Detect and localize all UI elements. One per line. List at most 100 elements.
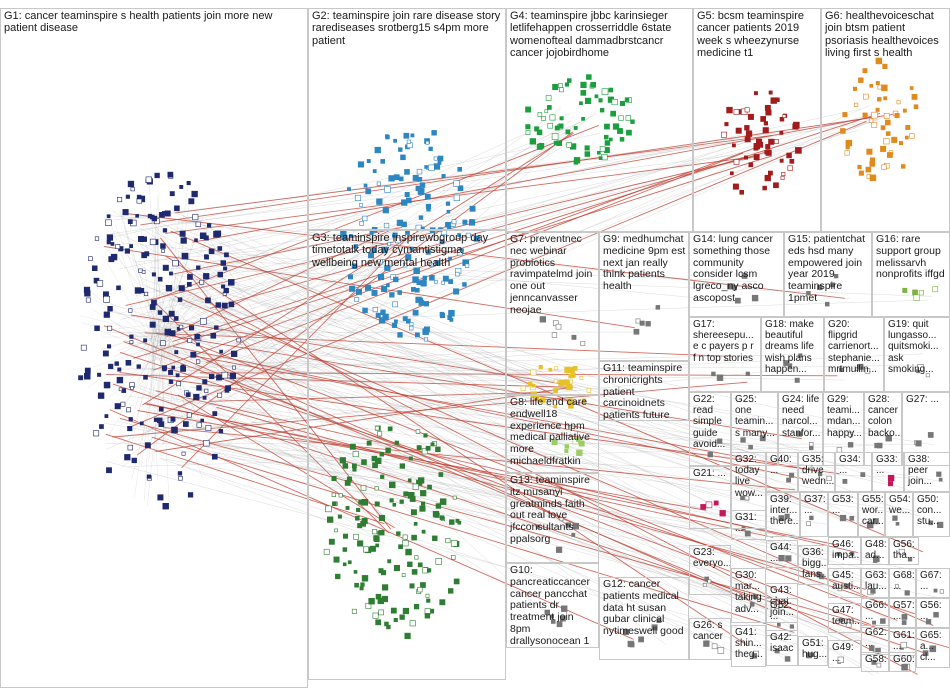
group-label-g2: G2: teaminspire join rare disease story … <box>312 10 503 47</box>
group-box-g48: G48: ad... <box>861 537 889 565</box>
group-box-g22: G22: read simple guide avoid... <box>689 392 731 466</box>
group-label-g31: G31: ... <box>735 512 763 534</box>
group-box-g36: G36: bigg... fans... <box>798 545 828 585</box>
group-label-g44: G44: ... <box>770 542 795 564</box>
group-label-g50: G50: con... stu... <box>917 494 947 528</box>
group-label-g61: G61: ... <box>893 630 913 652</box>
group-label-g9: G9: medhumchat medicine 9pm est next jan… <box>603 234 686 293</box>
group-label-g56b: G56: ... <box>920 600 947 622</box>
group-label-g7: G7: preventnec nec webinar probiotics ra… <box>510 234 596 316</box>
group-box-g39: G39: inter... there... <box>766 492 800 537</box>
group-label-g46: G46: impa... <box>832 539 858 561</box>
group-box-g58: G58: ... <box>861 652 889 672</box>
group-box-g56: G56: tha... <box>889 537 919 565</box>
group-label-g48: G48: ad... <box>865 539 886 561</box>
group-box-g13: G13: teaminspire itz musanyi greatminds … <box>506 473 599 563</box>
group-label-g16: G16: rare support group melissarvh nonpr… <box>876 234 947 281</box>
group-box-g17: G17: shereesepu... e c payers p r f n to… <box>689 317 761 392</box>
group-box-g6: G6: healthevoiceschat join btsm patient … <box>821 8 950 232</box>
group-box-g26: G26: s cancer <box>689 618 731 660</box>
group-box-g40: G40: ... <box>766 452 798 492</box>
group-label-g28: G28: cancer colon backo... <box>868 394 899 439</box>
group-label-g36: G36: bigg... fans... <box>802 547 825 581</box>
group-box-g1: G1: cancer teaminspire s health patients… <box>0 8 308 688</box>
group-label-g57: G57: ... <box>893 600 913 622</box>
group-label-g39: G39: inter... there... <box>770 494 797 528</box>
group-box-g18: G18: make beautiful dreams life wish pla… <box>761 317 824 392</box>
group-label-g3: G3: teaminspire inspirewbgroup day timet… <box>312 232 503 269</box>
group-label-g37: G37: ... <box>804 494 825 516</box>
group-box-g37: G37: ... <box>800 492 828 537</box>
group-box-g53: G53: ... <box>828 492 858 537</box>
group-label-g29: G29: teami... mdan... happy... <box>827 394 861 439</box>
group-box-g14: G14: lung cancer something those communi… <box>689 232 784 317</box>
group-label-g60: G60: ... <box>893 654 913 672</box>
group-box-g46: G46: impa... <box>828 537 861 565</box>
group-label-g32: G32: today live wow... <box>735 454 763 499</box>
group-label-g13: G13: teaminspire itz musanyi greatminds … <box>510 475 596 546</box>
group-box-g30: G30: mar... taking adv... <box>731 568 766 623</box>
group-box-g62: G62: ... <box>861 625 889 655</box>
group-box-g2: G2: teaminspire join rare disease story … <box>308 8 506 230</box>
group-label-g5: G5: bcsm teaminspire cancer patients 201… <box>697 10 818 59</box>
group-box-g10: G10: pancreaticcancer cancer pancchat pa… <box>506 563 599 648</box>
group-label-g14: G14: lung cancer something those communi… <box>693 234 781 305</box>
group-box-g65: G65: a... cl... <box>916 628 950 668</box>
group-label-g58: G58: ... <box>865 654 886 672</box>
group-label-g67: G67: ... <box>920 570 947 592</box>
group-label-g38: G38: peer join... <box>908 454 947 488</box>
group-box-g68: G68: ... <box>889 568 916 598</box>
group-label-g53: G53: ... <box>832 494 855 516</box>
group-box-g67: G67: ... <box>916 568 950 598</box>
group-label-g20: G20: flipgrid carrienort... stephanie...… <box>828 319 881 375</box>
group-label-g21: G21: ... <box>693 468 728 479</box>
group-label-g51: G51: hug... <box>802 638 825 660</box>
group-box-g38: G38: peer join... <box>904 452 950 492</box>
group-label-g65: G65: a... cl... <box>920 630 947 664</box>
group-label-g6: G6: healthevoiceschat join btsm patient … <box>825 10 947 59</box>
group-box-g11: G11: teaminspire chronicrights patient c… <box>599 361 689 421</box>
group-box-g50: G50: con... stu... <box>913 492 950 537</box>
group-box-g7: G7: preventnec nec webinar probiotics ra… <box>506 232 599 395</box>
group-box-g15: G15: patientchat eds hsd many empowered … <box>784 232 872 317</box>
group-label-g40: G40: ... <box>770 454 795 476</box>
group-box-g23: G23: everyo... <box>689 545 731 595</box>
group-box-g19: G19: quit lungasso... quitsmoki... ask s… <box>884 317 950 392</box>
group-box-g57: G57: ... <box>889 598 916 628</box>
group-label-g17: G17: shereesepu... e c payers p r f n to… <box>693 319 758 364</box>
group-box-g35: G35: drive wedn... <box>798 452 835 492</box>
group-label-g27: G27: ... <box>906 394 947 405</box>
group-label-g68: G68: ... <box>893 570 913 592</box>
group-box-g5: G5: bcsm teaminspire cancer patients 201… <box>693 8 821 232</box>
group-label-g22: G22: read simple guide avoid... <box>693 394 728 450</box>
group-box-g47: G47: team... <box>828 603 861 633</box>
group-label-g63: G63: lau... <box>865 570 886 592</box>
group-label-g42: G42: isaac <box>770 632 795 654</box>
group-label-g33: G33: ... <box>876 454 901 476</box>
group-label-g47: G47: team... <box>832 605 858 627</box>
group-box-g3: G3: teaminspire inspirewbgroup day timet… <box>308 230 506 680</box>
group-box-g45: G45: austi... <box>828 568 861 598</box>
group-box-g60: G60: ... <box>889 652 916 672</box>
group-box-g54: G54: we... <box>885 492 913 537</box>
group-label-g15: G15: patientchat eds hsd many empowered … <box>788 234 869 305</box>
group-box-g66: G66: ... <box>861 598 889 628</box>
group-label-g26: G26: s cancer <box>693 620 728 642</box>
group-box-g9: G9: medhumchat medicine 9pm est next jan… <box>599 232 689 361</box>
group-label-g41: G41: shin... theg... <box>735 627 763 661</box>
group-box-g8: G8: life end care endwell18 experience h… <box>506 395 599 473</box>
group-box-g41: G41: shin... theg... <box>731 625 766 667</box>
group-label-g24: G24: life need narcol... stanfor... <box>782 394 820 439</box>
group-label-g49: G49: ... <box>832 642 858 664</box>
group-label-g10: G10: pancreaticcancer cancer pancchat pa… <box>510 565 596 647</box>
group-label-g8: G8: life end care endwell18 experience h… <box>510 397 596 468</box>
group-box-g44: G44: ... <box>766 540 798 568</box>
group-label-g12: G12: cancer patients medical data ht sus… <box>603 579 686 638</box>
group-box-g34: G34: ... <box>835 452 872 492</box>
group-box-g63: G63: lau... <box>861 568 889 598</box>
group-box-g31: G31: ... <box>731 510 766 540</box>
group-label-g19: G19: quit lungasso... quitsmoki... ask s… <box>888 319 947 375</box>
group-label-g1: G1: cancer teaminspire s health patients… <box>4 10 305 35</box>
group-box-g49: G49: ... <box>828 640 861 668</box>
